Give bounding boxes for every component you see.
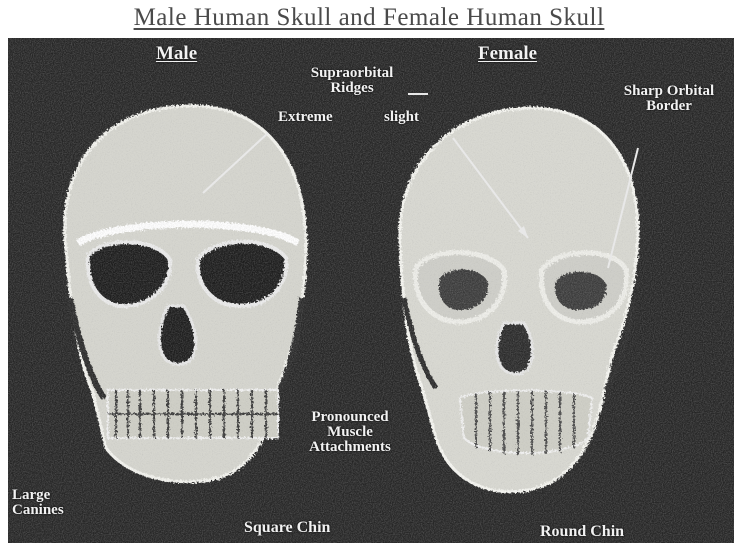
skull-comparison-photo: Male Female Supraorbital Ridges Extreme …	[8, 38, 734, 543]
sharp-orbital-border-line1: Sharp Orbital	[606, 84, 732, 99]
pronounced-line1: Pronounced	[290, 410, 410, 425]
extreme-label: Extreme	[278, 110, 333, 125]
sharp-orbital-border-label: Sharp Orbital Border	[606, 84, 732, 114]
male-label: Male	[156, 44, 197, 64]
square-chin-label: Square Chin	[244, 520, 330, 535]
sharp-orbital-border-line2: Border	[606, 99, 732, 114]
large-canines-label: Large Canines	[12, 488, 64, 518]
female-label: Female	[478, 44, 537, 64]
round-chin-label: Round Chin	[540, 524, 624, 539]
supraorbital-ridges-line1: Supraorbital	[292, 66, 412, 81]
supraorbital-ridges-line2: Ridges	[292, 81, 412, 96]
supraorbital-ridges-label: Supraorbital Ridges	[292, 66, 412, 96]
large-canines-line2: Canines	[12, 503, 64, 518]
pronounced-line3: Attachments	[290, 440, 410, 455]
page-title: Male Human Skull and Female Human Skull	[0, 4, 738, 32]
large-canines-line1: Large	[12, 488, 64, 503]
pronounced-line2: Muscle	[290, 425, 410, 440]
slight-label: slight	[384, 110, 419, 125]
pronounced-muscle-attachments-label: Pronounced Muscle Attachments	[290, 410, 410, 455]
